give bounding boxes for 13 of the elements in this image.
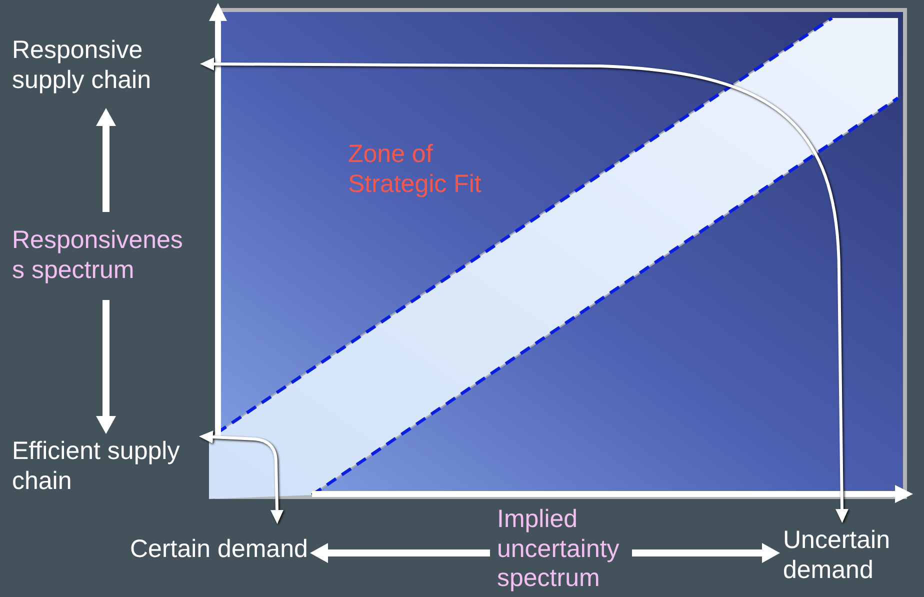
arrow (96, 108, 116, 212)
spectrum-label: Implied uncertainty spectrum (497, 505, 627, 594)
spectrum-label: Responsivenes s spectrum (12, 225, 192, 285)
arrow (96, 300, 116, 434)
axis-end-label: Responsive supply chain (12, 35, 162, 95)
axis-end-label: Certain demand (130, 534, 308, 564)
arrow (310, 543, 490, 563)
axis-end-label: Uncertain demand (783, 525, 895, 585)
zone-label: Zone of Strategic Fit (348, 139, 482, 199)
arrow (632, 543, 780, 563)
curved-arrow (200, 58, 848, 523)
axis-end-label: Efficient supply chain (12, 436, 188, 496)
curved-arrow (199, 430, 284, 524)
